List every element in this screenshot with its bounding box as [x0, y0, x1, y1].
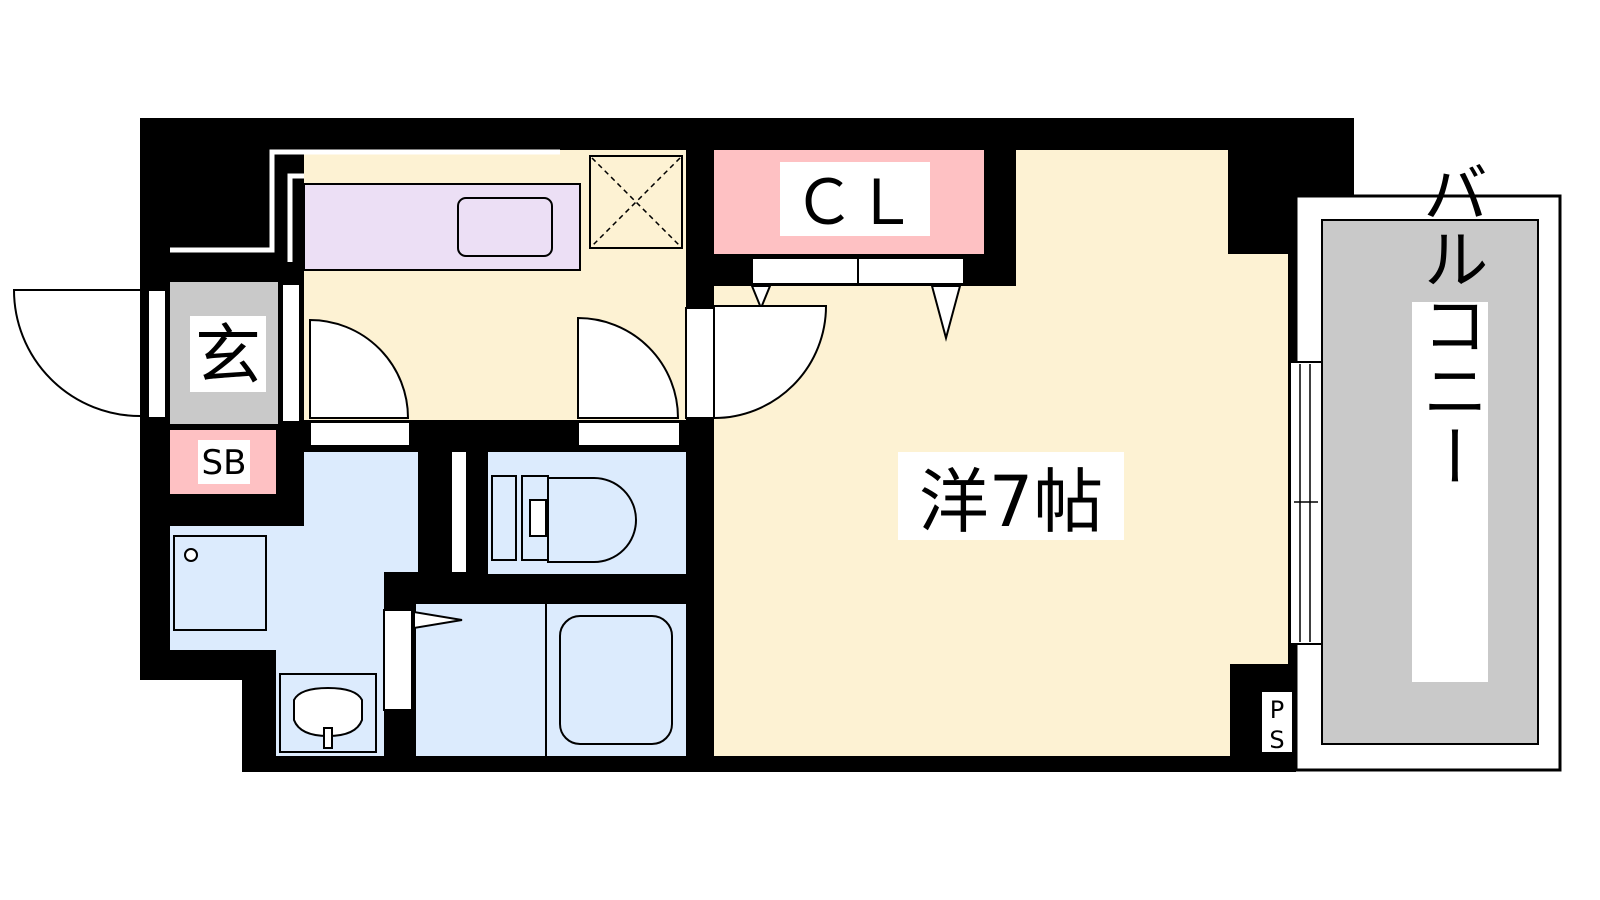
top-wall-notch — [170, 149, 560, 253]
closet-label: ＣＬ — [793, 166, 917, 239]
sink-icon — [457, 197, 553, 257]
pipe-space-label-s: S — [1269, 726, 1284, 754]
entrance-sill — [147, 289, 167, 419]
bathtub-icon — [559, 615, 673, 745]
room-door-swing — [713, 305, 828, 420]
bathroom-door-arrow — [413, 610, 463, 630]
entry-door-swing — [12, 289, 141, 417]
bathroom-door-frame — [383, 609, 413, 711]
closet-door-arrow-right — [930, 285, 962, 342]
shoe-box-label: SB — [202, 443, 247, 483]
closet-label-bg — [780, 162, 930, 236]
door-leaf-toilet — [577, 421, 681, 447]
door-swing-toilet — [577, 316, 680, 419]
pipe-space-label-p: P — [1270, 696, 1284, 724]
toilet-seat-hinge-icon — [529, 499, 547, 537]
balcony-label: バルコニー — [1412, 159, 1489, 489]
door-leaf-washroom — [309, 421, 411, 447]
wash-basin-icon — [293, 686, 363, 738]
entrance-step — [281, 283, 301, 423]
balcony-window — [1289, 361, 1323, 645]
cabinet-cross-a — [591, 157, 681, 247]
cabinet-box — [589, 155, 683, 249]
room-label-bg — [898, 452, 1124, 540]
pipe-space-label-bg — [1262, 692, 1292, 752]
faucet-icon — [323, 727, 333, 749]
entrance-label: 玄 — [195, 317, 261, 394]
shoe-box-label-bg — [198, 440, 250, 484]
top-wall-notch-inner — [287, 173, 304, 262]
door-swing-washroom — [309, 318, 410, 419]
balcony-label-bg — [1412, 302, 1488, 682]
toilet-bowl-icon — [547, 477, 637, 563]
drain-icon — [184, 548, 198, 562]
closet-door-arrow-left — [750, 285, 772, 311]
room-label: 洋7帖 — [919, 461, 1104, 543]
cabinet-cross-b — [591, 157, 681, 247]
toilet-tank-icon — [491, 475, 517, 561]
room-door-frame — [685, 307, 715, 419]
entrance-label-bg — [190, 316, 266, 392]
toilet-partition — [452, 452, 466, 572]
